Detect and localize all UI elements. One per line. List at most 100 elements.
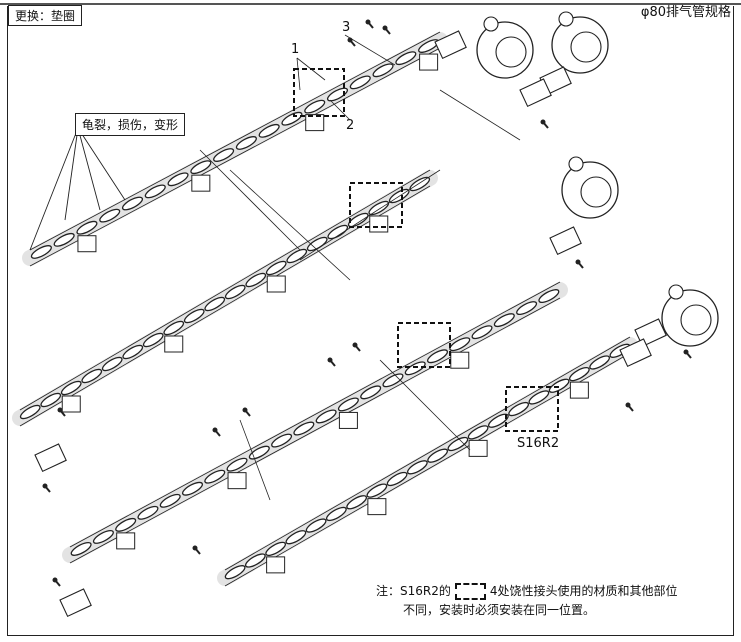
flexible-joint-dashed-box bbox=[293, 68, 345, 117]
gasket-ring bbox=[137, 505, 159, 520]
damage-pointer bbox=[77, 127, 101, 211]
model-label: S16R2 bbox=[517, 436, 560, 451]
leader-line bbox=[229, 169, 351, 281]
mounting-bracket bbox=[450, 351, 470, 369]
damage-pointer bbox=[64, 127, 79, 221]
turbocharger-inlet bbox=[668, 284, 684, 300]
gasket-ring bbox=[528, 390, 550, 405]
gasket-ring bbox=[163, 320, 185, 336]
bolt-head bbox=[352, 342, 358, 348]
note: 注：S16R2的 4处饶性接头使用的材质和其他部位 不同，安装时必须安装在同一位置… bbox=[376, 582, 678, 620]
mounting-bracket bbox=[338, 411, 358, 429]
gasket-ring bbox=[76, 220, 98, 235]
mounting-bracket bbox=[369, 215, 389, 233]
turbocharger-icon bbox=[476, 21, 534, 79]
note-line2: 不同，安装时必须安装在同一位置。 bbox=[403, 603, 596, 617]
gasket-ring bbox=[99, 208, 121, 223]
gasket-ring bbox=[568, 366, 590, 382]
mounting-bracket bbox=[116, 532, 136, 550]
gasket-ring bbox=[40, 392, 62, 408]
gasket-ring bbox=[167, 172, 189, 187]
gasket-ring bbox=[386, 471, 408, 487]
turbocharger-outlet bbox=[680, 304, 712, 336]
flexible-joint-dashed-box bbox=[505, 386, 559, 432]
bolt-head bbox=[192, 545, 198, 551]
note-suffix: 4处饶性接头使用的材质和其他部位 bbox=[489, 584, 678, 598]
gasket-ring bbox=[271, 433, 293, 448]
gasket-ring bbox=[326, 87, 349, 102]
gasket-ring bbox=[516, 301, 538, 316]
pipe-edge bbox=[29, 47, 441, 267]
gasket-ring bbox=[258, 123, 280, 138]
gasket-ring bbox=[183, 308, 205, 324]
damage-callout: 龟裂，损伤，变形 bbox=[75, 113, 186, 136]
bolt-head bbox=[575, 259, 581, 265]
gasket-ring bbox=[226, 457, 248, 472]
gasket-ring bbox=[589, 355, 611, 370]
turbocharger-icon bbox=[551, 16, 609, 74]
top-rule bbox=[0, 3, 741, 5]
gasket-ring bbox=[19, 404, 41, 420]
gasket-ring bbox=[245, 272, 267, 288]
bolt-head bbox=[625, 402, 631, 408]
gasket-ring bbox=[538, 289, 560, 303]
gasket-ring bbox=[244, 553, 266, 568]
gasket-ring bbox=[471, 325, 493, 340]
gasket-ring bbox=[304, 99, 326, 114]
mounting-bracket bbox=[164, 335, 184, 353]
pipe-edge bbox=[69, 281, 561, 548]
pipe-body bbox=[217, 337, 638, 586]
mounting-bracket bbox=[266, 275, 286, 293]
spec-title: φ80排气管规格 bbox=[640, 5, 731, 20]
turbocharger-outlet bbox=[580, 176, 612, 208]
turbocharger-inlet bbox=[568, 156, 584, 172]
bolt-head bbox=[212, 427, 218, 433]
leader-line bbox=[299, 169, 441, 261]
bolt-head bbox=[242, 407, 248, 413]
gasket-ring bbox=[70, 542, 92, 556]
callout-2-line bbox=[329, 99, 351, 121]
note-prefix: 注：S16R2的 bbox=[376, 584, 451, 598]
mounting-bracket bbox=[569, 381, 589, 399]
bolt-head bbox=[382, 25, 388, 31]
gasket-ring bbox=[285, 530, 307, 545]
diagram-frame bbox=[7, 6, 734, 636]
mounting-bracket bbox=[77, 235, 97, 253]
gasket-ring bbox=[427, 448, 449, 463]
gasket-ring bbox=[121, 196, 144, 211]
bolt-head bbox=[57, 407, 63, 413]
flange-gasket bbox=[619, 338, 652, 368]
gasket-ring bbox=[368, 200, 390, 216]
gasket-ring bbox=[305, 518, 327, 533]
title-box: 更换：垫圈 bbox=[8, 5, 83, 26]
gasket-ring bbox=[293, 421, 315, 436]
pipe-body bbox=[12, 170, 438, 426]
turbocharger-icon bbox=[661, 289, 719, 347]
pipe-edge bbox=[224, 352, 631, 587]
gasket-ring bbox=[325, 506, 347, 522]
gasket-ring bbox=[159, 493, 181, 508]
gasket-ring bbox=[493, 313, 515, 328]
gasket-ring bbox=[360, 385, 382, 400]
flexible-joint-dashed-box bbox=[397, 322, 451, 368]
gasket-ring bbox=[406, 460, 428, 475]
mounting-bracket bbox=[191, 174, 211, 192]
gasket-ring bbox=[327, 224, 349, 240]
bolt-head bbox=[347, 37, 353, 43]
callout-3-line bbox=[344, 34, 396, 66]
callout-2: 2 bbox=[346, 118, 355, 133]
damage-pointer bbox=[77, 127, 126, 201]
gasket-ring bbox=[265, 260, 287, 276]
leader-line bbox=[239, 419, 271, 501]
bolt-head bbox=[683, 349, 689, 355]
gasket-ring bbox=[337, 397, 359, 412]
gasket-ring bbox=[181, 481, 204, 496]
gasket-ring bbox=[142, 332, 164, 348]
gasket-ring bbox=[224, 565, 246, 580]
flange-gasket bbox=[519, 78, 552, 108]
gasket-ring bbox=[286, 248, 308, 264]
gasket-ring bbox=[347, 212, 369, 228]
callout-3: 3 bbox=[342, 20, 351, 35]
damage-pointer bbox=[29, 127, 79, 251]
